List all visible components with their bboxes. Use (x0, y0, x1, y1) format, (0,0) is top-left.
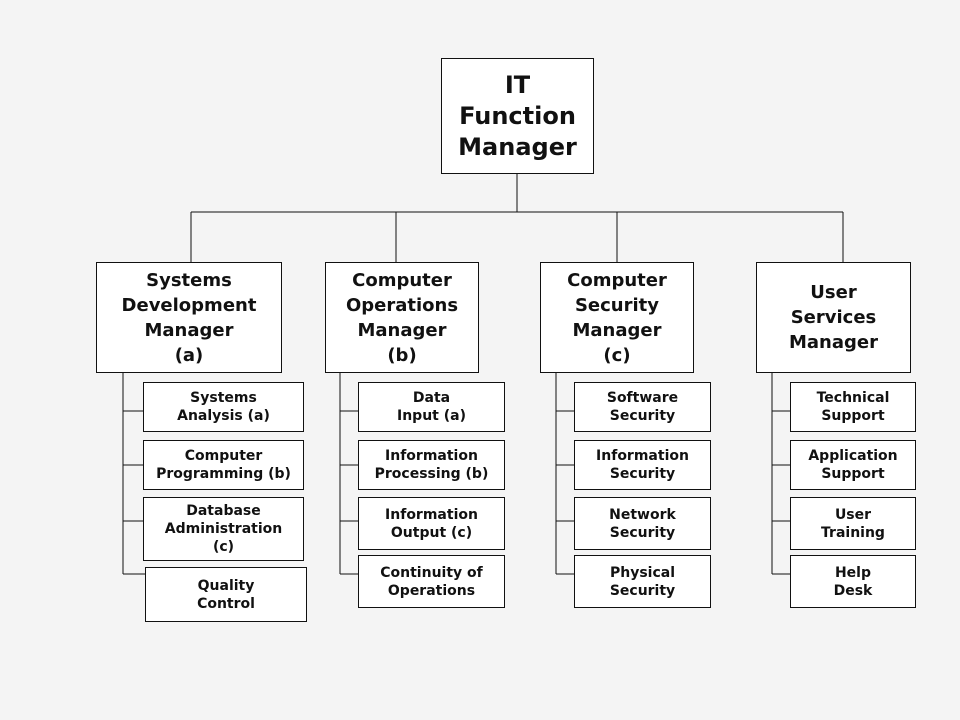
user-training-label: User Training (821, 506, 885, 541)
software-security-box: Software Security (574, 382, 711, 432)
physical-security-box: Physical Security (574, 555, 711, 608)
data-input-box: Data Input (a) (358, 382, 505, 432)
computer-programming-box: Computer Programming (b) (143, 440, 304, 490)
computer-security-manager-label: Computer Security Manager (c) (567, 269, 667, 366)
systems-development-manager-box: Systems Development Manager (a) (96, 262, 282, 373)
user-training-box: User Training (790, 497, 916, 550)
it-function-manager-label: IT Function Manager (458, 70, 577, 161)
computer-security-manager-box: Computer Security Manager (c) (540, 262, 694, 373)
database-administration-box: Database Administration (c) (143, 497, 304, 561)
application-support-box: Application Support (790, 440, 916, 490)
information-security-box: Information Security (574, 440, 711, 490)
user-services-manager-box: User Services Manager (756, 262, 911, 373)
computer-operations-manager-box: Computer Operations Manager (b) (325, 262, 479, 373)
physical-security-label: Physical Security (609, 564, 676, 599)
systems-analysis-label: Systems Analysis (a) (177, 390, 270, 424)
network-security-label: Network Security (609, 506, 676, 541)
user-services-manager-label: User Services Manager (789, 282, 878, 353)
help-desk-label: Help Desk (833, 564, 873, 599)
data-input-label: Data Input (a) (397, 390, 466, 424)
computer-operations-manager-label: Computer Operations Manager (b) (345, 269, 459, 366)
network-security-box: Network Security (574, 497, 711, 550)
information-processing-label: Information Processing (b) (374, 448, 489, 482)
systems-development-manager-label: Systems Development Manager (a) (121, 269, 257, 366)
database-administration-label: Database Administration (c) (164, 503, 283, 555)
continuity-of-operations-box: Continuity of Operations (358, 555, 505, 608)
computer-programming-label: Computer Programming (b) (156, 448, 291, 482)
technical-support-label: Technical Support (816, 390, 890, 424)
quality-control-label: Quality Control (197, 577, 255, 612)
information-output-label: Information Output (c) (385, 506, 478, 541)
it-function-manager-box: IT Function Manager (441, 58, 594, 174)
continuity-of-operations-label: Continuity of Operations (380, 564, 483, 599)
information-output-box: Information Output (c) (358, 497, 505, 550)
quality-control-box: Quality Control (145, 567, 307, 622)
information-processing-box: Information Processing (b) (358, 440, 505, 490)
help-desk-box: Help Desk (790, 555, 916, 608)
technical-support-box: Technical Support (790, 382, 916, 432)
software-security-label: Software Security (606, 390, 679, 424)
application-support-label: Application Support (808, 448, 898, 482)
information-security-label: Information Security (596, 448, 689, 482)
systems-analysis-box: Systems Analysis (a) (143, 382, 304, 432)
